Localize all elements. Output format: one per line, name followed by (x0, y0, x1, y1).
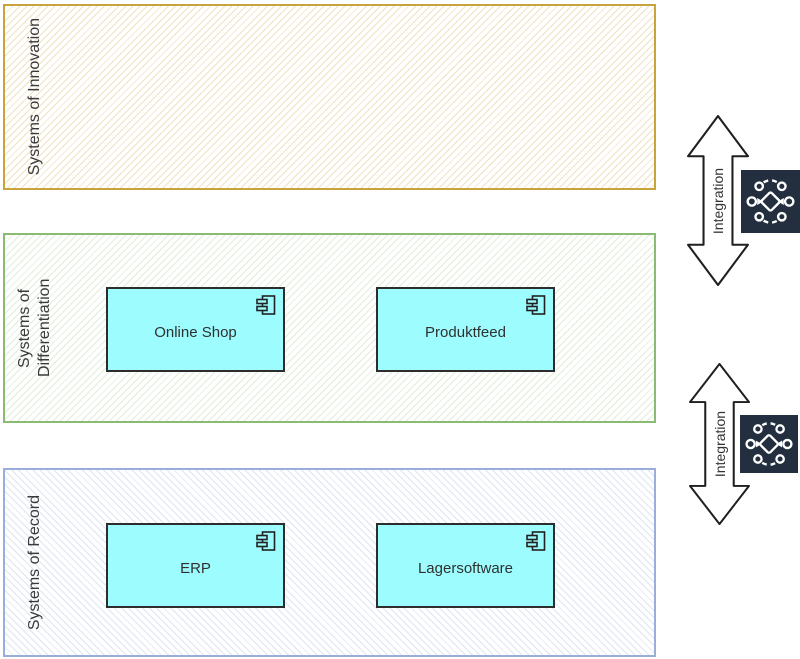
layer-label-innovation: Systems of Innovation (26, 18, 43, 176)
layer-label-wrap: Systems of Record (5, 470, 65, 655)
component-label: Online Shop (154, 324, 237, 341)
integration-arrow-top[interactable]: Integration (687, 115, 749, 286)
layer-systems-of-differentiation[interactable]: Systems of Differentiation (3, 233, 656, 423)
integration-arrow-bottom[interactable]: Integration (689, 363, 750, 525)
component-label: ERP (180, 560, 211, 577)
layer-systems-of-record[interactable]: Systems of Record (3, 468, 656, 657)
component-erp[interactable]: ERP (106, 523, 285, 608)
component-produktfeed[interactable]: Produktfeed (376, 287, 555, 372)
layer-label-wrap: Systems of Differentiation (5, 235, 65, 421)
uml-component-icon (255, 294, 277, 316)
integration-label-bottom: Integration (711, 410, 728, 478)
uml-component-icon (525, 530, 547, 552)
component-lagersoftware[interactable]: Lagersoftware (376, 523, 555, 608)
layer-label-record: Systems of Record (26, 494, 43, 631)
application-integration-icon-bottom[interactable] (740, 415, 798, 473)
layer-systems-of-innovation[interactable]: Systems of Innovation (3, 4, 656, 190)
application-integration-icon-top[interactable] (741, 170, 800, 233)
layer-label-wrap: Systems of Innovation (5, 6, 65, 188)
integration-label-top: Integration (710, 167, 726, 234)
uml-component-icon (525, 294, 547, 316)
uml-component-icon (255, 530, 277, 552)
component-label: Produktfeed (425, 324, 506, 341)
component-online-shop[interactable]: Online Shop (106, 287, 285, 372)
layer-label-differentiation: Systems of Differentiation (16, 278, 53, 378)
component-label: Lagersoftware (417, 560, 514, 577)
